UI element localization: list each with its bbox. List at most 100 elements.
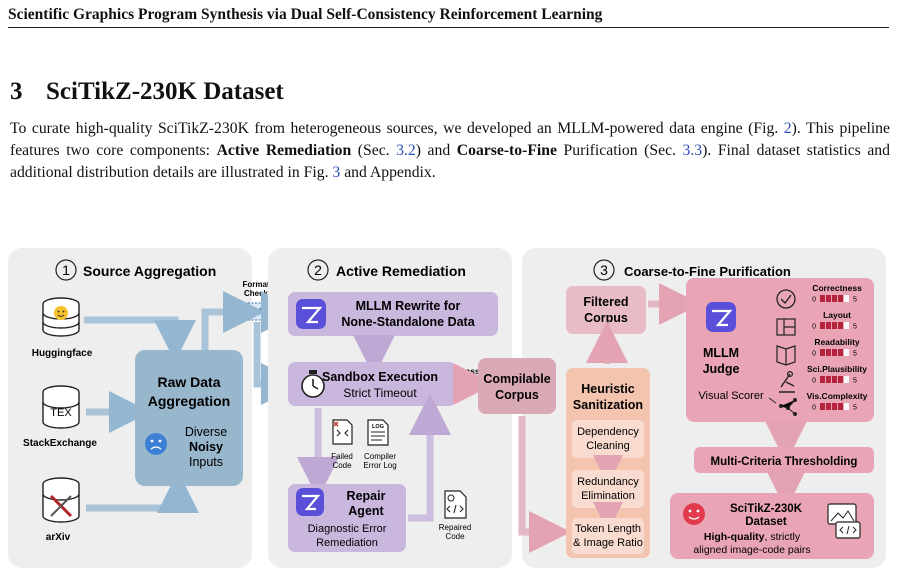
repair-agent-line2: Agent <box>348 504 384 518</box>
source-stackexchange-label: StackExchange <box>23 438 97 449</box>
rating-scale-max: 5 <box>853 351 857 358</box>
dataset-box <box>670 493 874 559</box>
tex-logo-icon: TEX <box>50 407 72 419</box>
heuristic-step-1-line1: Dependency <box>577 426 639 438</box>
fig-3-link[interactable]: 3 <box>332 164 341 181</box>
heuristic-step-3-line2: & Image Ratio <box>573 537 643 549</box>
rating-cell <box>820 403 825 410</box>
format-check-icon <box>247 302 266 321</box>
rating-cell <box>826 349 831 356</box>
sec-3-2-link[interactable]: 3.2 <box>396 142 416 159</box>
sec-3-3-link[interactable]: 3.3 <box>682 142 703 159</box>
filtered-corpus-box <box>566 286 646 334</box>
stage2-number-badge <box>307 259 329 281</box>
failed-code-label-line1: Failed <box>331 452 353 461</box>
intro-paragraph: To curate high-quality SciTikZ-230K from… <box>10 120 890 181</box>
pipeline-figure: 1 Source Aggregation Huggingface TEX Sta… <box>8 248 886 568</box>
stopwatch-icon <box>301 370 325 398</box>
repaired-code-icon <box>444 490 467 519</box>
stage2-number: 2 <box>314 262 322 278</box>
heuristic-step-token-length <box>572 518 644 554</box>
criterion-name: Layout <box>823 310 851 320</box>
stage3-number: 3 <box>600 262 608 278</box>
visual-scorer-label: Visual Scorer <box>698 390 764 402</box>
section-number: 3 <box>10 78 23 105</box>
repaired-code-label-line2: Code <box>445 532 465 541</box>
rating-scale-min: 0 <box>812 351 816 358</box>
rating-scale-min: 0 <box>812 297 816 304</box>
rating-scale-max: 5 <box>853 324 857 331</box>
stage1-number: 1 <box>62 262 70 278</box>
repaired-code-label-line1: Repaired <box>439 523 471 532</box>
multi-criteria-threshold-box <box>694 447 874 473</box>
database-icon <box>42 477 80 523</box>
heuristic-step-2-line2: Elimination <box>581 490 635 502</box>
repair-agent-desc-line2: Remediation <box>316 537 378 549</box>
mllm-logo-icon <box>296 488 324 516</box>
failed-code-icon <box>332 419 353 445</box>
rating-cell <box>826 376 831 383</box>
source-huggingface-label: Huggingface <box>32 348 93 359</box>
compilable-corpus-line1-overlay: Compilable <box>483 372 550 386</box>
rating-cell <box>838 376 843 383</box>
microscope-icon <box>779 370 795 393</box>
format-check-label-line2: Check <box>244 289 269 298</box>
repair-agent-desc-line1: Diagnostic Error <box>308 523 387 535</box>
dataset-desc-line2: aligned image-code pairs <box>693 544 810 556</box>
check-circle-icon <box>776 289 796 309</box>
heuristic-step-3-line1: Token Length <box>575 523 641 535</box>
format-check-label-line1: Format <box>242 280 269 289</box>
smile-face-icon <box>683 503 705 525</box>
rating-cell <box>844 376 849 383</box>
error-log-label-line2: Error Log <box>363 461 396 470</box>
rating-cell <box>826 295 831 302</box>
section-title: SciTikZ-230K Dataset <box>46 78 284 105</box>
rating-cell <box>838 322 843 329</box>
layout-icon <box>776 318 796 336</box>
coarse-to-fine-term: Coarse-to-Fine <box>456 142 557 159</box>
stage2-title: Active Remediation <box>336 263 466 279</box>
dataset-desc-line1: High-quality, strictly <box>704 531 801 543</box>
rating-cell <box>832 349 837 356</box>
image-code-pair-icon <box>827 503 861 539</box>
rating-cell <box>826 322 831 329</box>
filtered-corpus-line1: Filtered <box>583 295 628 309</box>
rating-scale-max: 5 <box>853 405 857 412</box>
heuristic-title-line2: Sanitization <box>573 398 643 412</box>
sandbox-subtitle: Strict Timeout <box>343 386 417 400</box>
criterion-name: Sci.Plausibility <box>807 364 867 374</box>
stage1-number-badge <box>55 259 77 281</box>
heuristic-title-line1: Heuristic <box>581 382 635 396</box>
pass-label: pass <box>460 366 480 376</box>
raw-data-desc-line2: Noisy <box>189 440 223 454</box>
heuristic-step-dependency <box>572 420 644 458</box>
fig-2-link[interactable]: 2 <box>783 120 792 137</box>
stage1-title: Source Aggregation <box>83 263 216 279</box>
arrow-huggingface-to-raw <box>84 316 196 362</box>
criterion-name: Vis.Complexity <box>807 391 868 401</box>
mllm-logo-icon <box>296 299 326 329</box>
raw-data-desc-line1: Diverse <box>185 425 227 439</box>
dataset-title-line2: Dataset <box>745 516 787 528</box>
rating-scale-min: 0 <box>812 405 816 412</box>
arrow-repair-to-repaired <box>408 393 451 522</box>
rating-cell <box>844 322 849 329</box>
criteria-list: Correctness Layout Readability Sci.Plaus… <box>807 283 868 401</box>
log-badge: LOG <box>372 424 384 430</box>
rating-scale-max: 5 <box>853 297 857 304</box>
dataset-title-line1: SciTikZ-230K <box>730 503 803 515</box>
raw-data-title-line1: Raw Data <box>157 374 220 390</box>
heuristic-step-1-line2: Cleaning <box>586 440 629 452</box>
rating-cell <box>844 349 849 356</box>
rating-scale-min: 0 <box>812 324 816 331</box>
network-icon <box>779 398 797 416</box>
filtered-corpus-line2: Corpus <box>584 311 628 325</box>
running-head: Scientific Graphics Program Synthesis vi… <box>8 6 889 28</box>
rating-cell <box>820 295 825 302</box>
rating-scale-max: 5 <box>853 378 857 385</box>
failed-code-label-line2: Code <box>332 461 352 470</box>
mllm-rewrite-box <box>288 292 498 336</box>
source-arxiv-label: arXiv <box>46 532 71 543</box>
rating-cell <box>832 403 837 410</box>
